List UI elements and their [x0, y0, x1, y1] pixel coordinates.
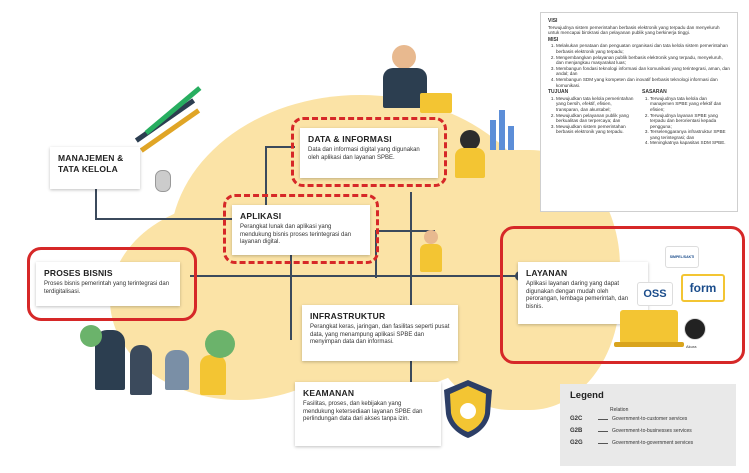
layanan-highlight: [500, 226, 745, 364]
legend-line: [598, 442, 608, 444]
team-illustration: [200, 355, 226, 395]
plant-illustration: [205, 330, 235, 358]
tujuan-item: Mewujudkan pelayanan publik yang berkual…: [556, 113, 636, 124]
aplikasi-desc: Perangkat lunak dan aplikasi yang menduk…: [240, 224, 352, 245]
mouse-illustration: [155, 170, 171, 192]
laptop-illustration: [620, 310, 678, 344]
sasaran-item: Terwujudnya tata kelola dan manajemen SP…: [650, 96, 730, 113]
aplikasi-title: APLIKASI: [240, 211, 282, 221]
legend-relation-header: Relation: [610, 407, 629, 413]
person-illustration: [392, 45, 416, 69]
manajemen-title: MANAJEMEN & TATA KELOLA: [58, 153, 124, 174]
connector-line: [265, 146, 267, 216]
person-illustration: [460, 130, 480, 150]
legend-row: G2C Government-to-customer services: [570, 416, 726, 422]
keamanan-box: KEAMANAN Fasilitas, proses, dan kebijaka…: [295, 382, 441, 446]
data-informasi-box: DATA & INFORMASI Data dan informasi digi…: [300, 128, 438, 178]
legend-label: Government-to-businesses services: [612, 428, 692, 434]
legend-code: G2C: [570, 416, 583, 422]
sasaran-list: Terwujudnya tata kelola dan manajemen SP…: [642, 96, 730, 146]
legend-code: G2B: [570, 428, 583, 434]
visi-title: VISI: [548, 18, 558, 24]
legend-panel: Legend Relation G2C Government-to-custom…: [560, 384, 736, 466]
connector-line: [95, 188, 97, 218]
plant-illustration: [80, 325, 102, 347]
legend-line: [598, 430, 608, 432]
laptop-illustration: [420, 93, 452, 113]
tujuan-sasaran: TUJUAN Mewujudkan tata kelola pemerintah…: [548, 88, 730, 146]
misi-item: Membangun fondasi teknologi informasi da…: [556, 66, 730, 77]
legend-row: G2G Government-to-government services: [570, 440, 726, 446]
visi-misi-panel: VISI Terwujudnya sistem pemerintahan ber…: [540, 12, 738, 212]
simpel-logo-text: SIMPEL/SAKTI: [669, 255, 695, 259]
tujuan-title: TUJUAN: [548, 89, 569, 96]
legend-row: G2B Government-to-businesses services: [570, 428, 726, 434]
sasaran-column: SASARAN Terwujudnya tata kelola dan mana…: [642, 88, 730, 146]
keamanan-title: KEAMANAN: [303, 388, 355, 398]
simpel-logo: SIMPEL/SAKTI: [665, 246, 699, 268]
visi-text: Terwujudnya sistem pemerintahan berbasis…: [548, 24, 720, 36]
chart-bars-illustration: [508, 126, 514, 150]
manajemen-box: MANAJEMEN & TATA KELOLA: [50, 147, 140, 189]
chart-bars-illustration: [499, 110, 505, 150]
connector-line: [410, 192, 412, 392]
person-illustration: [424, 230, 438, 244]
misi-title: MISI: [548, 36, 559, 43]
sasaran-title: SASARAN: [642, 89, 667, 96]
tujuan-item: Mewujudkan sistem pemerintahan berbasis …: [556, 124, 636, 135]
connector-line: [375, 230, 435, 232]
legend-code: G2G: [570, 440, 583, 446]
legend-label: Government-to-government services: [612, 440, 694, 446]
tujuan-column: TUJUAN Mewujudkan tata kelola pemerintah…: [548, 88, 636, 146]
aplikasi-highlight: [223, 194, 379, 264]
connector-line: [290, 250, 292, 340]
oss-logo: OSS: [637, 282, 673, 306]
data-informasi-highlight: [291, 117, 447, 187]
layanan-title: LAYANAN: [526, 268, 568, 278]
misi-item: Mengembangkan pelayanan publik berbasis …: [556, 55, 730, 66]
person-illustration: [455, 148, 485, 178]
legend-label: Government-to-customer services: [612, 416, 688, 422]
misi-list: Melakukan penataan dan penguatan organis…: [548, 43, 730, 88]
data-informasi-desc: Data dan informasi digital yang digunaka…: [308, 147, 420, 161]
proses-bisnis-desc: Proses bisnis pemerintah yang terintegra…: [44, 281, 170, 295]
laptop-illustration: [614, 342, 684, 347]
infrastruktur-box: INFRASTRUKTUR Perangkat keras, jaringan,…: [302, 305, 458, 361]
proses-bisnis-title: PROSES BISNIS: [44, 268, 113, 278]
akura-logo-label: Akura: [686, 344, 697, 349]
sasaran-item: Terwujudnya layanan SPBE yang terpadu da…: [650, 113, 730, 130]
oss-logo-text: OSS: [643, 288, 667, 300]
infrastruktur-title: INFRASTRUKTUR: [310, 311, 386, 321]
misi-item: Membangun SDM yang kompeten dan inovatif…: [556, 77, 730, 88]
aplikasi-box: APLIKASI Perangkat lunak dan aplikasi ya…: [232, 205, 370, 255]
connector-line: [265, 146, 295, 148]
proses-bisnis-highlight: [27, 247, 197, 321]
data-informasi-title: DATA & INFORMASI: [308, 134, 392, 144]
form-logo-text: form: [689, 281, 717, 295]
legend-title: Legend: [570, 390, 604, 401]
keamanan-desc: Fasilitas, proses, dan kebijakan yang me…: [303, 401, 423, 422]
sasaran-item: Meningkatnya kapasitas SDM SPBE.: [650, 140, 730, 146]
connector-line: [95, 218, 265, 220]
chart-bars-illustration: [490, 120, 496, 150]
proses-bisnis-box: PROSES BISNIS Proses bisnis pemerintah y…: [36, 262, 180, 306]
connector-line: [190, 275, 520, 277]
team-illustration: [165, 350, 189, 390]
sasaran-item: Terselenggaranya infrastruktur SPBE yang…: [650, 129, 730, 140]
person-illustration: [420, 244, 442, 272]
form-logo: form: [681, 274, 725, 302]
legend-line: [598, 418, 608, 420]
tujuan-list: Mewujudkan tata kelola pemerintahan yang…: [548, 96, 636, 135]
layanan-desc: Aplikasi layanan daring yang dapat digun…: [526, 281, 629, 310]
infrastruktur-desc: Perangkat keras, jaringan, dan fasilitas…: [310, 324, 450, 345]
person-illustration: [383, 68, 427, 108]
misi-item: Melakukan penataan dan penguatan organis…: [556, 43, 730, 54]
shield-illustration: [444, 380, 492, 438]
team-illustration: [130, 345, 152, 395]
akura-logo: [684, 318, 706, 340]
tujuan-item: Mewujudkan tata kelola pemerintahan yang…: [556, 96, 636, 113]
